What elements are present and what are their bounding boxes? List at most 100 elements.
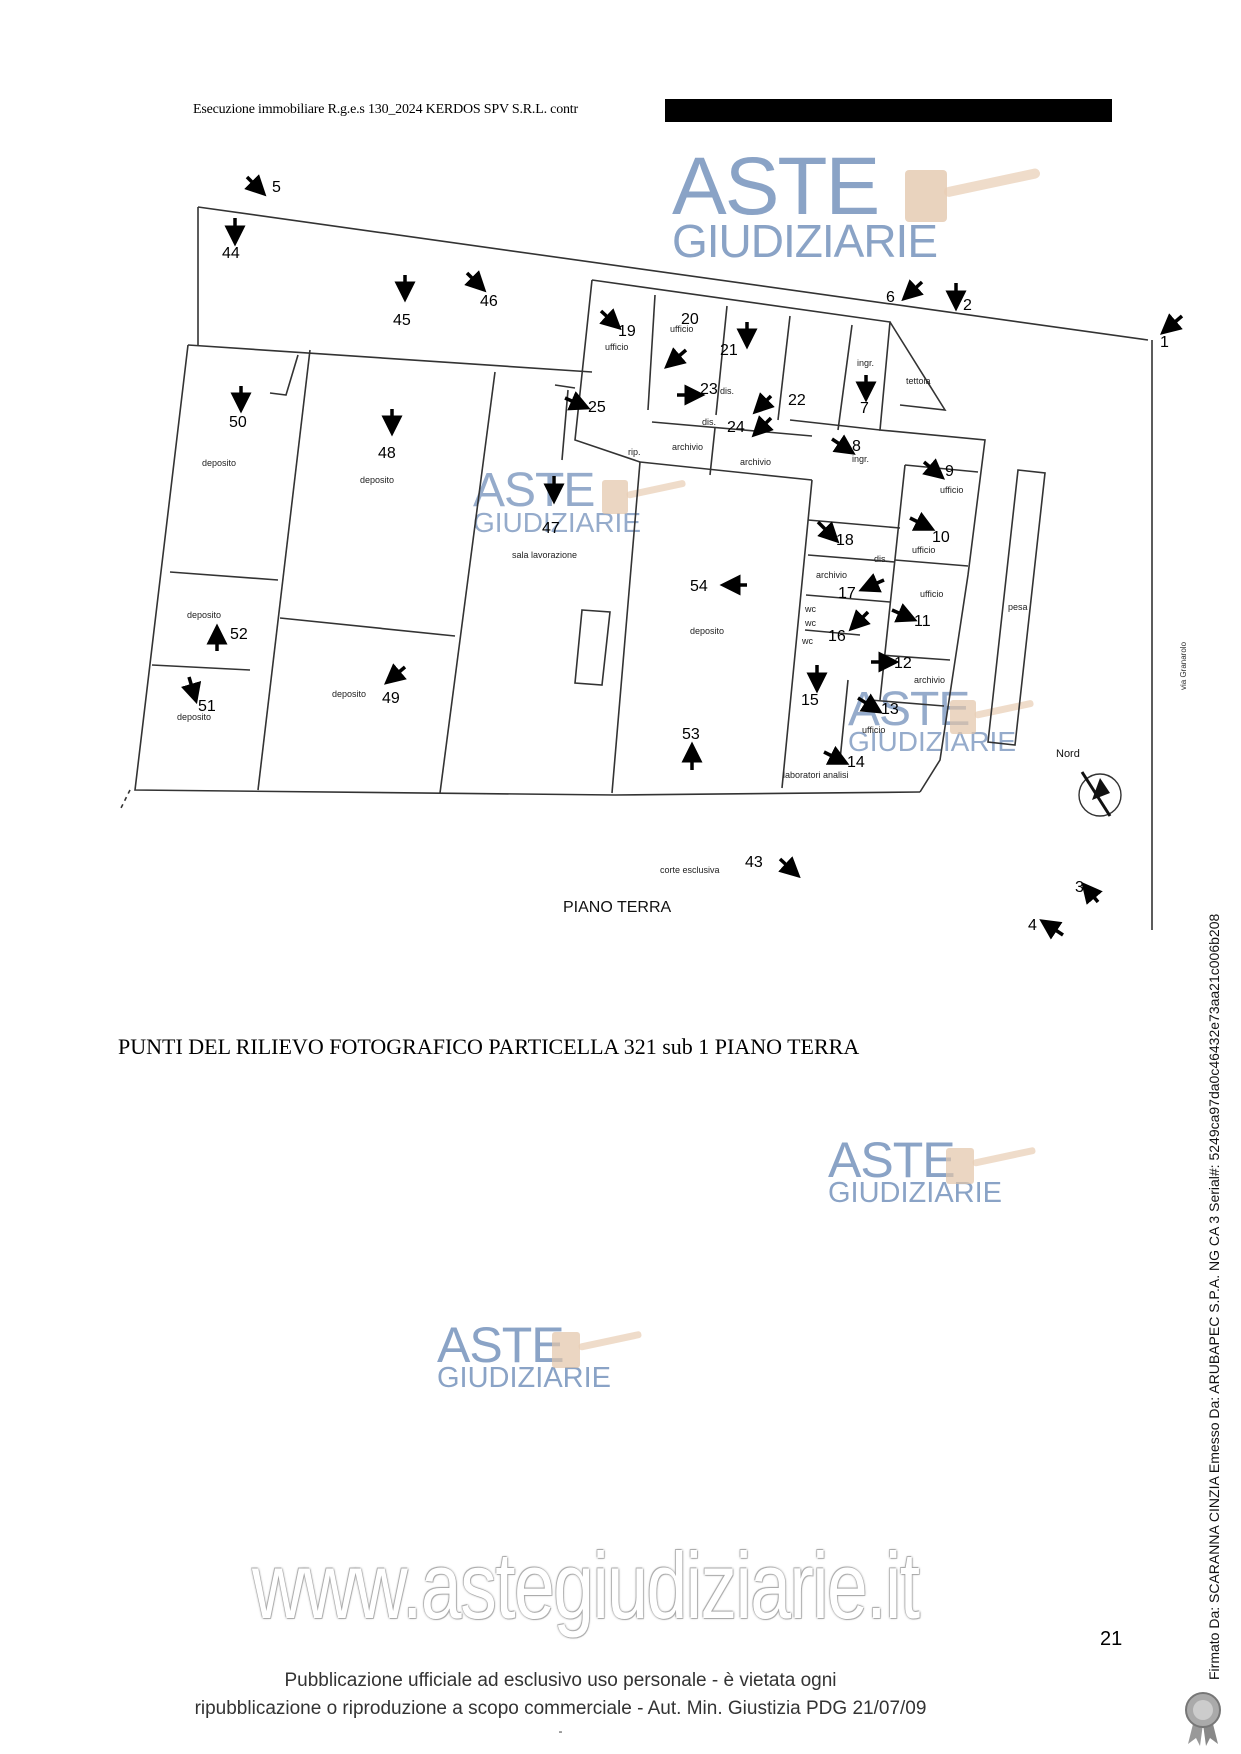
wall [269,354,299,396]
wall [839,679,849,761]
gavel-icon [946,1147,1036,1184]
room-label: archivio [672,442,703,452]
wall [904,464,979,473]
watermark-logo: ASTE GIUDIZIARIE [473,467,641,537]
wall [169,571,279,581]
arrow-icon [857,693,883,714]
arrow-icon [1081,881,1103,905]
wall [789,419,881,431]
room-label: archivio [740,457,771,467]
wall [807,554,896,563]
point-number: 14 [847,754,865,771]
room-label: ingr. [857,358,874,368]
point-number: 10 [932,529,950,546]
photo-direction-arrows [180,174,1184,940]
point-number: 16 [828,628,846,645]
wall [151,664,251,671]
website-watermark: www.astegiudiziarie.it [252,1533,920,1638]
point-number: 45 [393,312,411,329]
room-label: archivio [914,675,945,685]
gavel-icon [552,1331,642,1368]
point-number: 46 [480,293,498,310]
point-number: 11 [914,613,931,630]
room-label: deposito [202,458,236,468]
arrow-icon [664,347,688,369]
point-number: 13 [881,701,899,718]
room-label: ufficio [920,589,943,599]
point-number: 1 [1160,334,1169,351]
wall [611,461,641,794]
arrow-icon [891,603,918,623]
room-label: ufficio [670,324,693,334]
gavel-icon [905,168,1041,222]
room-label: sala lavorazione [512,550,577,560]
seal-icon [1185,1692,1221,1746]
room-label: dis. [720,386,734,396]
wall [554,384,576,389]
point-number: 7 [860,400,869,417]
wall [777,315,791,421]
watermark-text: ASTE [437,1317,565,1373]
watermark-text: ASTE [828,1132,956,1188]
weighbridge [987,469,1046,746]
wall [781,479,813,789]
watermark-text: ASTE [473,464,595,517]
arrow-icon [858,573,885,593]
arrow-icon [922,458,946,480]
room-label: ufficio [940,485,963,495]
room-label: wc [801,636,813,646]
footer-line: Pubblicazione ufficiale ad esclusivo uso… [284,1670,837,1691]
room-label: archivio [816,570,847,580]
watermark-text: GIUDIZIARIE [437,1362,612,1394]
room-label: pesa [1008,602,1028,612]
room-label: corte esclusiva [660,865,720,875]
point-number: 52 [230,626,248,643]
watermark-text: GIUDIZIARIE [672,215,938,267]
footer-dash: - [558,1724,563,1738]
digital-signature-text: Firmato Da: SCARANNA CINZIA Emesso Da: A… [1206,913,1222,1680]
room-label: ingr. [852,454,869,464]
arrow-icon [599,308,622,331]
arrow-icon [1160,313,1184,335]
room-label: ufficio [862,725,885,735]
wall [715,305,728,416]
point-number: 25 [588,399,606,416]
point-number: 3 [1075,879,1084,896]
arrow-icon [244,174,267,197]
header-text: Esecuzione immobiliare R.g.e.s 130_2024 … [193,102,578,117]
point-number: 53 [682,726,700,743]
wall [805,594,891,603]
arrow-icon [848,609,871,632]
arrow-icon [778,856,801,879]
point-number: 4 [1028,917,1037,934]
arrow-icon [752,392,775,415]
north-label: Nord [1056,748,1080,760]
wall [889,321,947,411]
street-label: via Granarolo [1179,641,1188,690]
room-label: deposito [187,610,221,620]
arrow-icon [831,434,856,455]
wall [561,389,569,461]
redaction-bar [665,99,1112,122]
north-compass-icon: Nord [1056,748,1122,817]
room-label: rip. [628,447,641,457]
point-number: 48 [378,445,396,462]
point-number: 43 [745,854,763,871]
arrow-icon [464,270,487,293]
watermark-text: ASTE [672,141,880,232]
arrow-icon [823,745,850,765]
arrow-icon [751,415,774,438]
footer-line: ripubblicazione o riproduzione a scopo c… [194,1698,927,1719]
point-number: 24 [727,419,745,436]
wall [837,324,853,431]
room-label: deposito [690,626,724,636]
wall [879,654,951,661]
room-label: dis. [702,417,716,427]
room-label: dis. [874,554,888,564]
room-label: deposito [360,475,394,485]
floor-label: PIANO TERRA [563,899,672,916]
floor-plan: deposito deposito deposito deposito depo… [119,174,1188,940]
arrow-icon [901,279,924,302]
point-number: 18 [836,532,854,549]
wall [574,609,611,686]
